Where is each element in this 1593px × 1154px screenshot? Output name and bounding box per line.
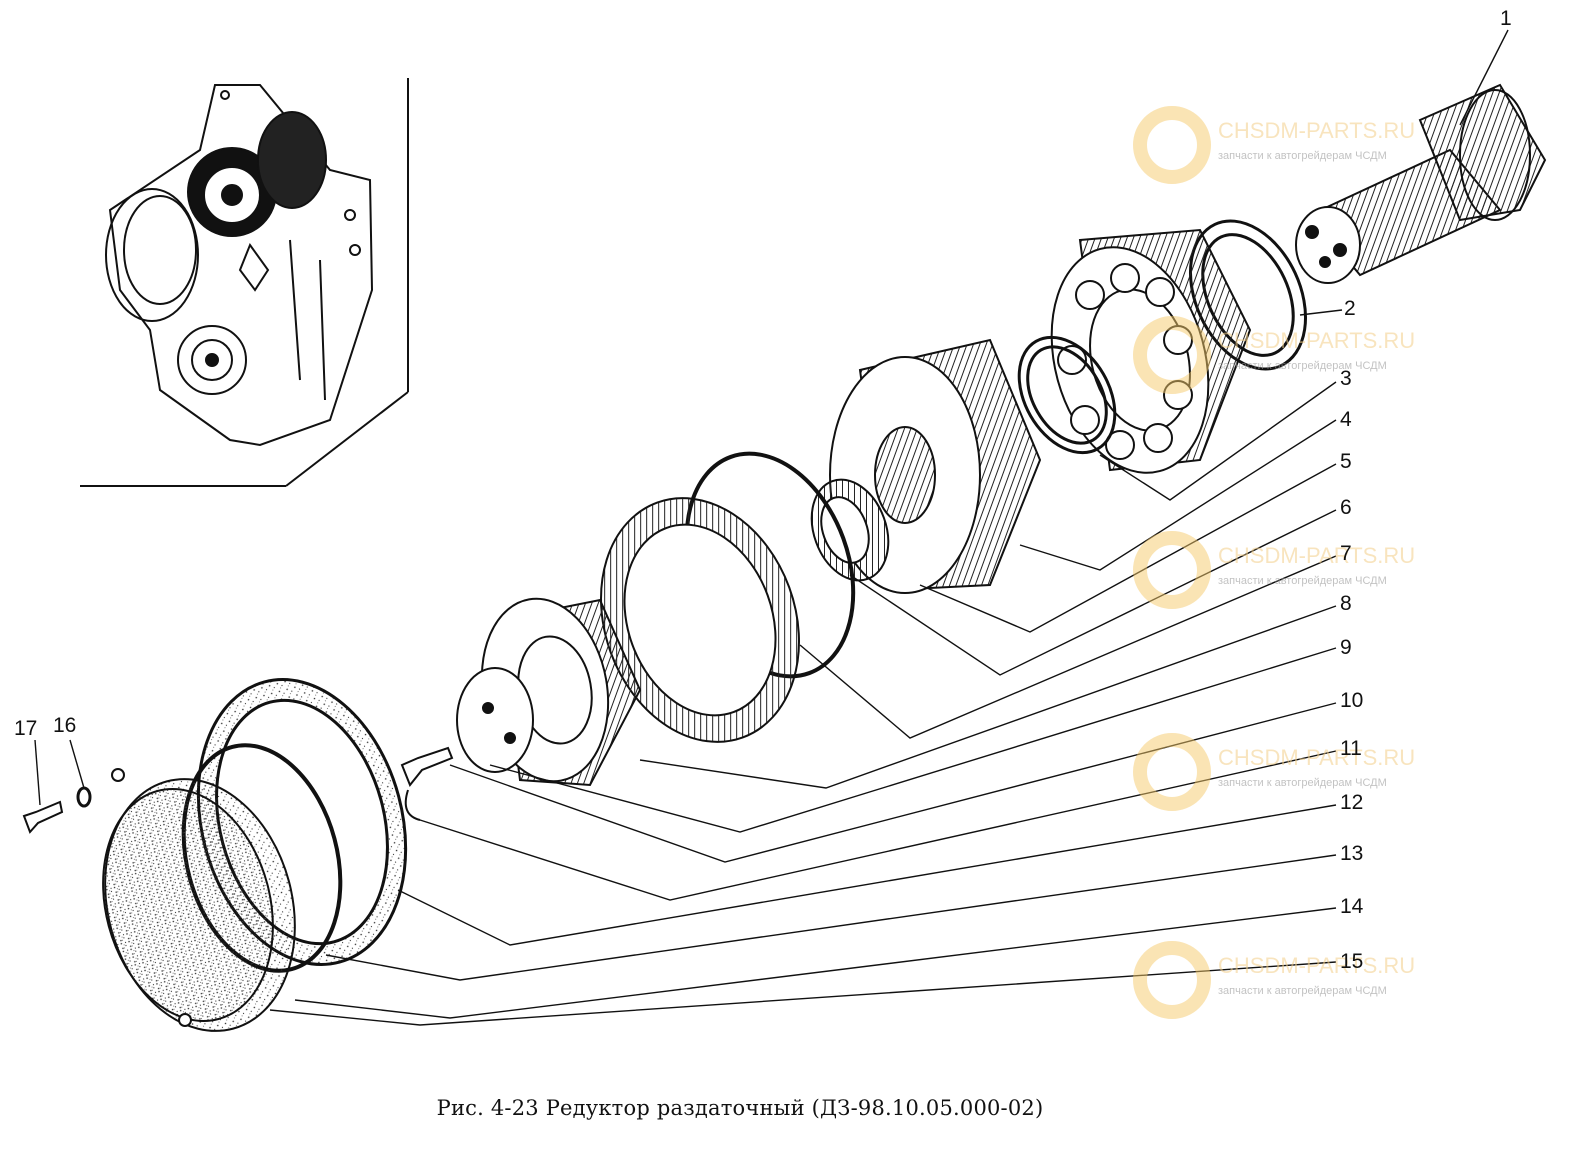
part-12-bolt	[400, 746, 454, 821]
watermark-logo-icon	[1133, 316, 1211, 394]
callout-4: 4	[1340, 408, 1352, 431]
watermark-title: CHSDM-PARTS.RU	[1218, 543, 1416, 568]
watermark: CHSDM-PARTS.RU запчасти к автогрейдерам …	[1130, 100, 1450, 210]
figure-caption: Рис. 4-23 Редуктор раздаточный (ДЗ-98.10…	[436, 1096, 1044, 1120]
callout-10: 10	[1340, 689, 1364, 712]
watermark-logo-icon	[1133, 531, 1211, 609]
callout-6: 6	[1340, 496, 1352, 519]
callout-7: 7	[1340, 542, 1352, 565]
part-1-splined-shaft	[1295, 83, 1547, 284]
watermark-subtitle: запчасти к автогрейдерам ЧСДМ	[1218, 777, 1387, 789]
part-5-gear	[829, 338, 1042, 594]
watermark: CHSDM-PARTS.RU запчасти к автогрейдерам …	[1130, 525, 1450, 635]
part-16-washer	[76, 786, 92, 808]
inset-assembly-view	[80, 78, 409, 487]
watermark-title: CHSDM-PARTS.RU	[1218, 953, 1416, 978]
part-9-small-bearing	[456, 597, 642, 787]
part-15-cover	[102, 768, 296, 1032]
leader-lines	[34, 29, 1509, 1026]
watermark-title: CHSDM-PARTS.RU	[1218, 118, 1416, 143]
callout-14: 14	[1340, 895, 1364, 918]
watermark-logo-icon	[1133, 733, 1211, 811]
part-4-snap-ring	[1017, 335, 1117, 455]
callout-2: 2	[1344, 297, 1356, 320]
watermark: CHSDM-PARTS.RU запчасти к автогрейдерам …	[1130, 727, 1450, 837]
watermark-subtitle: запчасти к автогрейдерам ЧСДМ	[1218, 575, 1387, 587]
callout-9: 9	[1340, 636, 1352, 659]
callout-8: 8	[1340, 592, 1352, 615]
watermark: CHSDM-PARTS.RU запчасти к автогрейдерам …	[1130, 310, 1450, 420]
callout-3: 3	[1340, 367, 1352, 390]
watermark-subtitle: запчасти к автогрейдерам ЧСДМ	[1218, 360, 1387, 372]
part-8-ring-gear	[600, 497, 800, 743]
part-17-bolt	[22, 800, 64, 834]
watermark: CHSDM-PARTS.RU запчасти к автогрейдерам …	[1130, 935, 1450, 1045]
callout-5: 5	[1340, 450, 1352, 473]
watermark-title: CHSDM-PARTS.RU	[1218, 328, 1416, 353]
callout-15: 15	[1340, 950, 1364, 973]
part-6-lock-ring	[810, 478, 890, 582]
watermark-subtitle: запчасти к автогрейдерам ЧСДМ	[1218, 985, 1387, 997]
callout-11: 11	[1340, 737, 1362, 760]
watermark-subtitle: запчасти к автогрейдерам ЧСДМ	[1218, 150, 1387, 162]
callout-17: 17	[14, 717, 38, 740]
callout-12: 12	[1340, 791, 1364, 814]
watermark-title: CHSDM-PARTS.RU	[1218, 745, 1416, 770]
watermark-logo-icon	[1133, 106, 1211, 184]
part-3-roller-bearing	[1050, 228, 1252, 474]
watermark-logo-icon	[1133, 941, 1211, 1019]
callout-1: 1	[1500, 7, 1512, 30]
callout-16: 16	[53, 714, 77, 737]
callout-13: 13	[1340, 842, 1364, 865]
